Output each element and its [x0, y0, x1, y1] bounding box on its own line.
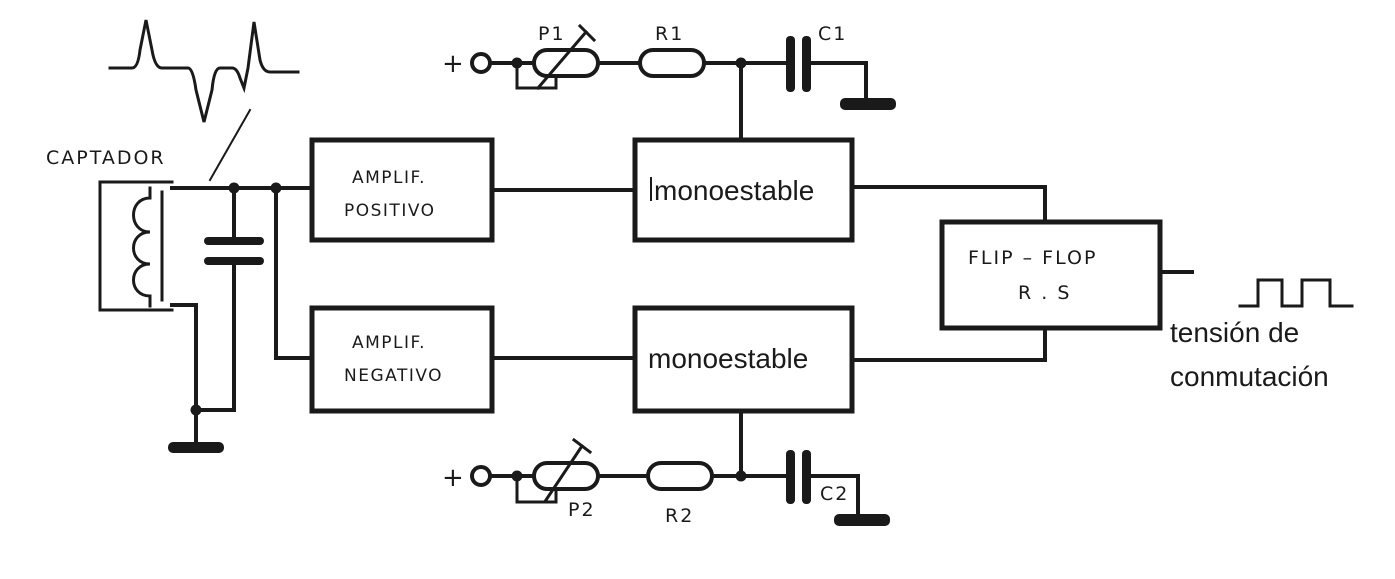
- flipflop-line1: FLIP – FLOP: [968, 247, 1097, 269]
- junction-node: [735, 470, 747, 482]
- pot-arrow-p1: [535, 29, 589, 91]
- capacitor-c2-plate-left: [786, 450, 795, 504]
- ground-c2: [834, 514, 890, 526]
- monostable-top-block: [632, 137, 855, 243]
- monostable-top-label: monoestable: [654, 175, 814, 206]
- label-c1: C1: [818, 23, 847, 45]
- input-capacitor-plate-top: [204, 237, 264, 245]
- resistor-r2: [646, 461, 714, 491]
- monostable-bottom-label: monoestable: [648, 343, 808, 374]
- wire-mono-top-to-flipflop: [850, 185, 1047, 224]
- flipflop-line2: R . S: [1018, 282, 1071, 304]
- monostable-bottom-block: [632, 305, 855, 414]
- supply-terminal-bottom: [470, 465, 492, 487]
- label-c2: C2: [820, 483, 849, 505]
- amp-negative-block: [309, 305, 495, 414]
- amp-negative-line1: AMPLIF.: [352, 333, 426, 353]
- amp-positive-line2: POSITIVO: [344, 201, 436, 221]
- supply-plus-top: +: [442, 49, 464, 79]
- potentiometer-p2: [532, 461, 600, 491]
- supply-plus-bottom: +: [442, 463, 464, 493]
- pot-wiper-loop-bottom: [515, 474, 558, 504]
- supply-terminal-top: [470, 52, 492, 74]
- wire-mono-bottom-to-flipflop: [850, 326, 1047, 362]
- pickup-label: CAPTADOR: [46, 147, 166, 169]
- flipflop-block: [939, 219, 1163, 331]
- capacitor-c2-plate-right: [802, 450, 811, 504]
- junction-node: [228, 182, 240, 194]
- pickup-frame: [98, 180, 174, 312]
- output-label-line2: conmutación: [1170, 361, 1329, 392]
- capacitor-c1-plate-right: [802, 36, 811, 92]
- ground-input: [168, 442, 224, 453]
- pot-arrow-p2: [543, 443, 585, 503]
- resistor-r1: [638, 48, 706, 78]
- amp-negative-line2: NEGATIVO: [344, 366, 443, 386]
- pickup-waveform: [108, 19, 300, 123]
- amp-positive-block: [309, 137, 495, 243]
- pot-arrow-head-p1: [577, 23, 597, 43]
- pickup-coil: [132, 186, 152, 308]
- label-p1: P1: [538, 23, 566, 45]
- ground-c1: [840, 98, 896, 110]
- input-capacitor-plate-bottom: [204, 257, 264, 265]
- capacitor-c1-plate-left: [786, 36, 795, 92]
- wire-to-neg-amp: [274, 186, 312, 360]
- output-label-line1: tensión de: [1170, 317, 1299, 348]
- label-p2: P2: [568, 499, 596, 521]
- wire-c2-ground: [809, 474, 860, 518]
- output-waveform: [1238, 278, 1354, 308]
- label-r1: R1: [655, 23, 684, 45]
- pot-arrow-head-p2: [571, 437, 593, 455]
- wire-c1-ground: [809, 61, 868, 102]
- label-r2: R2: [665, 505, 694, 527]
- wire-input-bottom: [170, 303, 236, 412]
- junction-node: [190, 404, 202, 416]
- amp-positive-line1: AMPLIF.: [352, 168, 426, 188]
- waveform-pointer: [208, 108, 252, 182]
